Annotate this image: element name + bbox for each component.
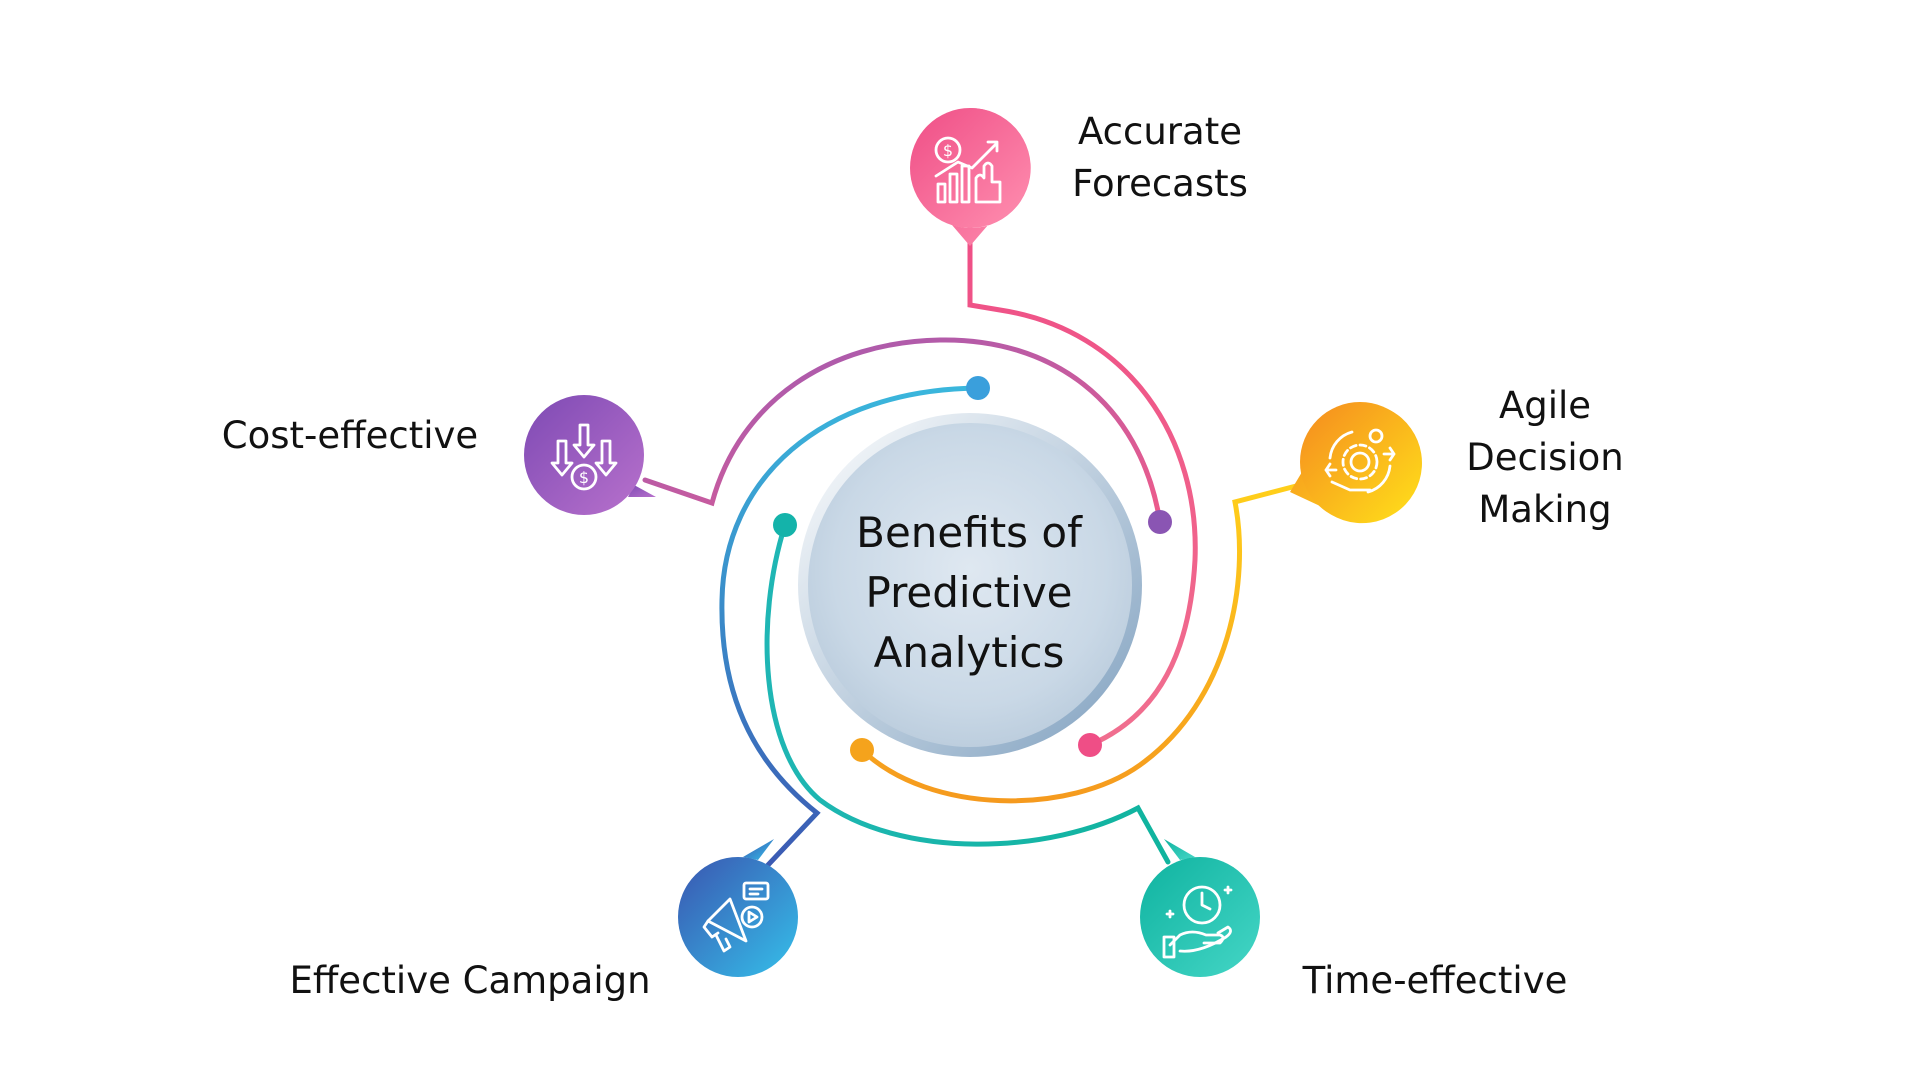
bubble-effective-campaign xyxy=(678,839,798,977)
bubble-accurate-forecasts: $ xyxy=(910,107,1031,246)
center-title-line1: Benefits of xyxy=(856,508,1082,557)
connector-time-effective xyxy=(764,522,1171,865)
center-hub xyxy=(798,413,1142,757)
connector-accurate-forecasts xyxy=(967,225,1198,748)
connector-effective-campaign xyxy=(719,385,981,868)
dot-teal xyxy=(773,513,797,537)
gear-cycle-icon xyxy=(1324,428,1396,494)
hand-clock-icon xyxy=(1162,885,1233,959)
dot-pink xyxy=(1078,733,1102,757)
dot-orange xyxy=(850,738,874,762)
connector-dots xyxy=(773,376,1172,762)
dot-purple xyxy=(1148,510,1172,534)
bubble-time-effective xyxy=(1140,839,1260,977)
megaphone-icon xyxy=(702,881,770,953)
connector-agile-decision xyxy=(859,482,1303,804)
label-effective-campaign: Effective Campaign xyxy=(289,959,651,1002)
dot-blue xyxy=(966,376,990,400)
down-arrows-dollar-icon: $ xyxy=(550,423,618,491)
bubble-cost-effective: $ xyxy=(524,395,656,515)
bubble-agile-decision xyxy=(1290,402,1422,524)
rising-chart-dollar-icon: $ xyxy=(934,136,1002,204)
center-title-line2: Predictive xyxy=(865,568,1073,617)
label-agile-decision: Agile Decision Making xyxy=(1466,384,1624,531)
svg-text:$: $ xyxy=(943,141,953,160)
label-accurate-forecasts: Accurate Forecasts xyxy=(1072,110,1248,205)
svg-text:$: $ xyxy=(579,468,589,487)
label-time-effective: Time-effective xyxy=(1302,959,1568,1002)
connector-cost-effective xyxy=(642,337,1163,525)
center-title: Benefits of Predictive Analytics xyxy=(809,503,1129,683)
center-title-line3: Analytics xyxy=(873,628,1065,677)
connectors xyxy=(642,225,1303,868)
label-cost-effective: Cost-effective xyxy=(221,414,479,457)
